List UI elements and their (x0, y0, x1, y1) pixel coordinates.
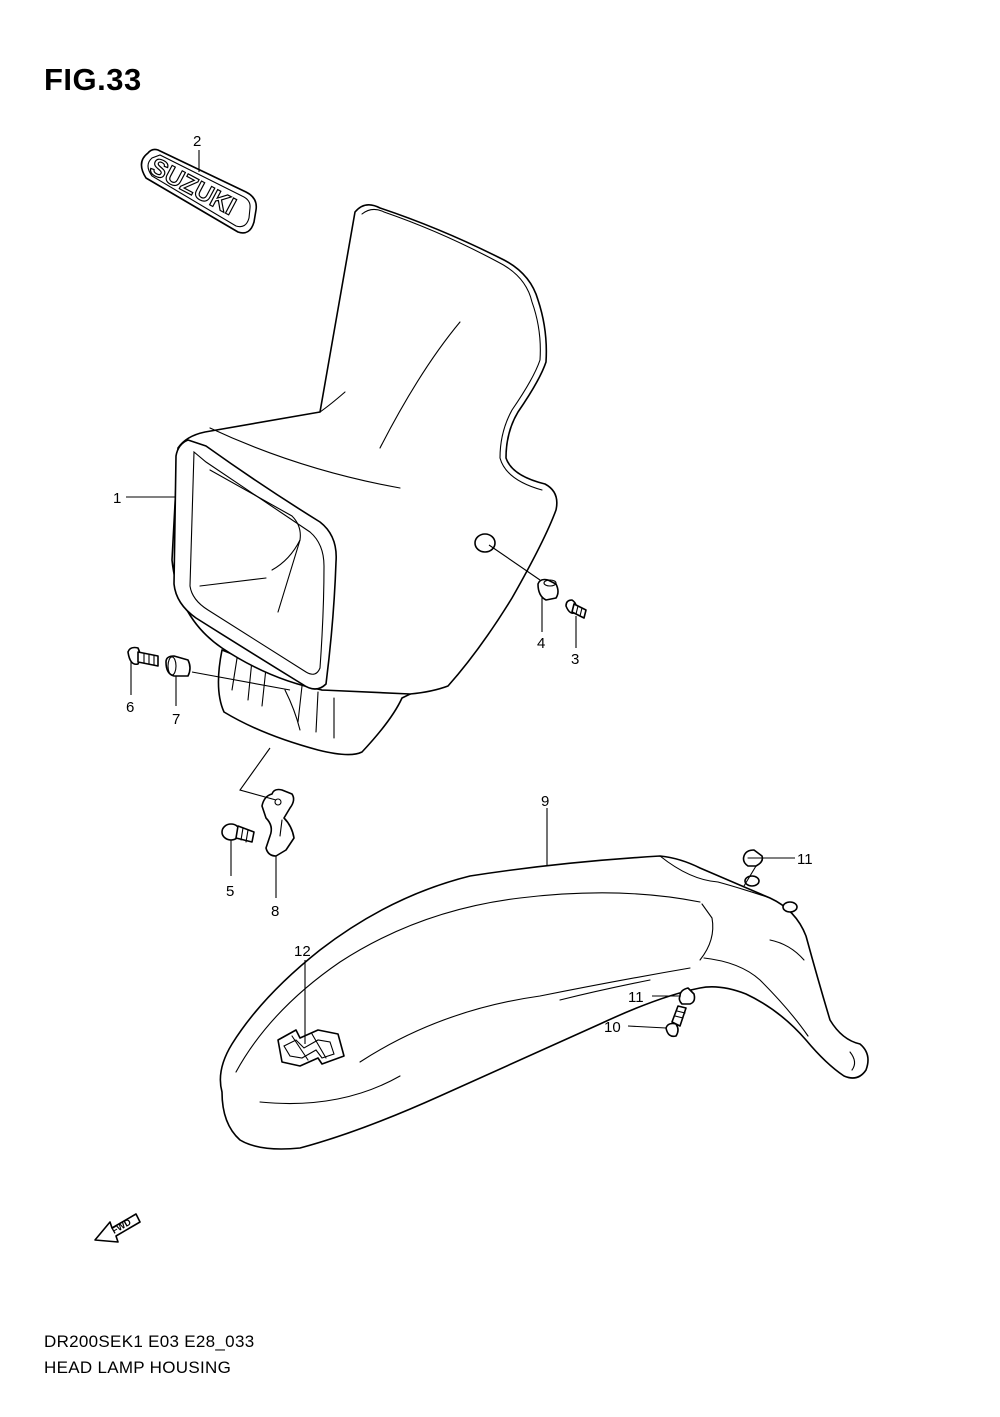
diagram-name: HEAD LAMP HOUSING (44, 1358, 232, 1377)
bolt-fender[interactable] (665, 1005, 687, 1038)
callout-7: 7 (172, 711, 180, 728)
spacer-right[interactable] (537, 578, 559, 601)
callout-9: 9 (541, 793, 549, 810)
callout-11-lower: 11 (628, 989, 644, 1006)
spacer-left[interactable] (165, 655, 191, 677)
leader-lines (126, 150, 795, 1044)
callout-11-top: 11 (797, 851, 813, 868)
front-fender[interactable] (219, 855, 869, 1150)
nut-lower[interactable] (678, 987, 696, 1005)
callout-5: 5 (226, 883, 234, 900)
fender-emblem[interactable] (277, 1029, 345, 1067)
callout-10: 10 (604, 1019, 621, 1036)
screw-left[interactable] (127, 646, 159, 667)
callout-4: 4 (537, 635, 545, 652)
callout-3: 3 (571, 651, 579, 668)
nut-top[interactable] (742, 849, 764, 867)
callout-12: 12 (294, 943, 311, 960)
callout-8: 8 (271, 903, 279, 920)
bolt-bracket[interactable] (221, 823, 255, 843)
callouts: 2 1 4 3 6 7 5 8 9 11 12 11 10 (113, 133, 813, 1036)
callout-2: 2 (193, 133, 201, 150)
callout-1: 1 (113, 490, 121, 507)
screw-right[interactable] (565, 599, 587, 619)
callout-6: 6 (126, 699, 134, 716)
forward-direction-arrow: FWD (94, 1213, 141, 1243)
figure-title: FIG.33 (44, 62, 142, 97)
headlamp-housing[interactable] (171, 204, 558, 756)
mounting-bracket[interactable] (261, 788, 295, 857)
diagram-code: DR200SEK1 E03 E28_033 (44, 1332, 255, 1351)
